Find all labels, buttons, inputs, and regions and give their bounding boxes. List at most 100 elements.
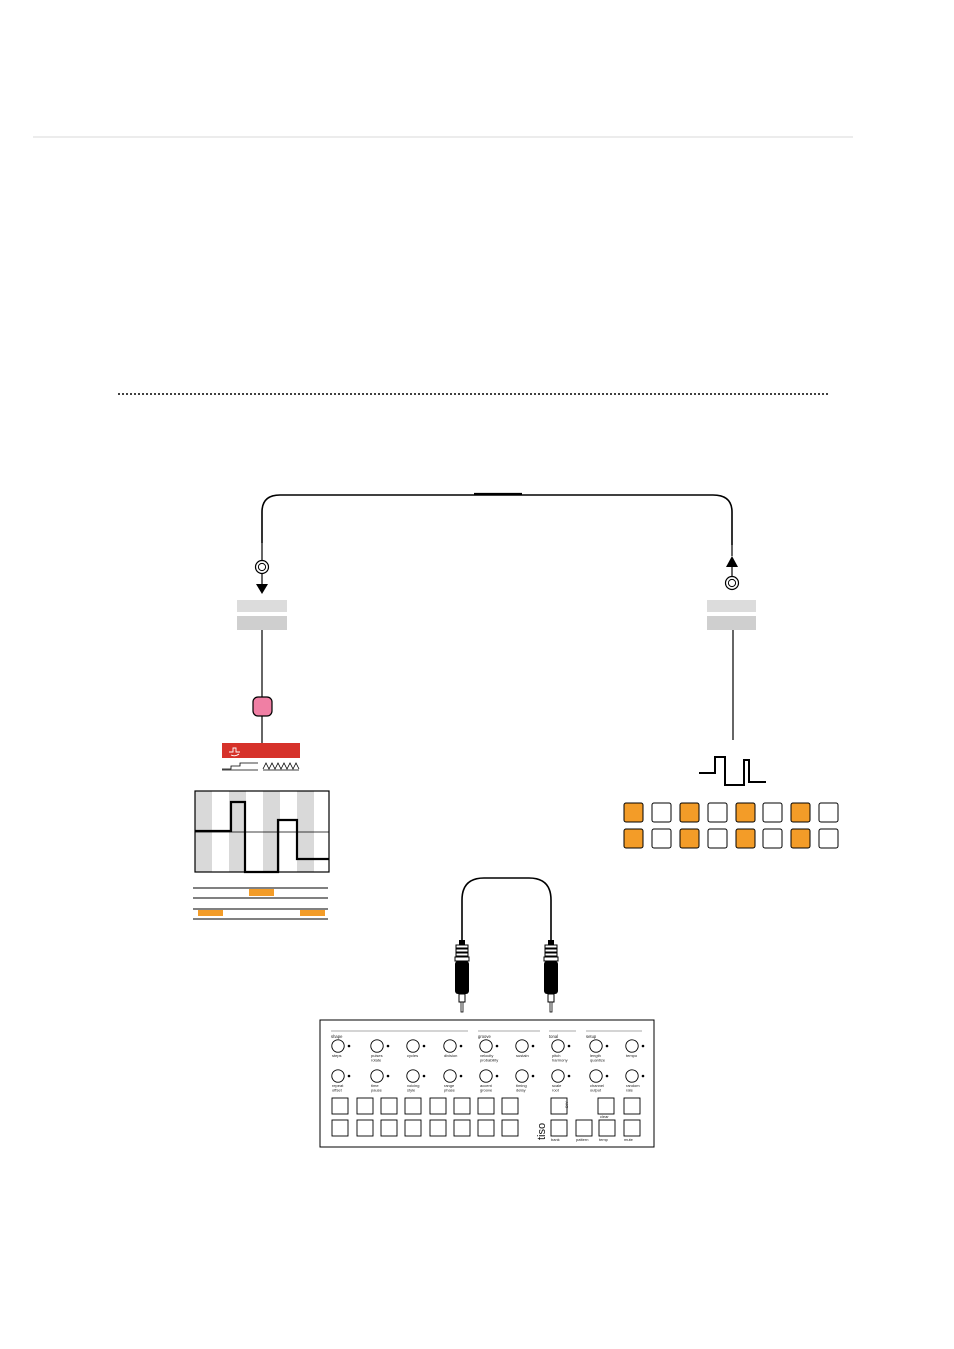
knob-label: delay xyxy=(516,1088,526,1093)
step-button[interactable] xyxy=(501,1119,519,1137)
knob-label: time xyxy=(371,1083,379,1088)
knob-label: tempo xyxy=(626,1053,638,1058)
step-cell xyxy=(707,802,728,823)
step-button[interactable] xyxy=(477,1119,495,1137)
knob-label: probability xyxy=(480,1058,498,1063)
jack-input-icon xyxy=(254,559,270,575)
knob-label: offset xyxy=(332,1088,343,1093)
knob-label: phase xyxy=(444,1088,456,1093)
label-pattern: pattern xyxy=(576,1137,588,1142)
function-button[interactable] xyxy=(597,1097,615,1115)
label-mute: mute xyxy=(624,1137,634,1142)
section-groove: groove xyxy=(478,1034,491,1039)
step-cell xyxy=(762,828,783,849)
step-cell-active xyxy=(790,802,811,823)
knob-label: style xyxy=(407,1088,416,1093)
step-cell xyxy=(707,828,728,849)
step-cell xyxy=(818,802,839,823)
knob[interactable]: sustain xyxy=(515,1039,535,1058)
label-clear: clear xyxy=(600,1114,609,1119)
knob-label: scale xyxy=(552,1083,562,1088)
label-bank: bank xyxy=(551,1137,560,1142)
knob[interactable]: tempo xyxy=(625,1039,645,1058)
function-button[interactable] xyxy=(623,1097,641,1115)
knob[interactable]: division xyxy=(443,1039,463,1058)
step-cell xyxy=(818,828,839,849)
knob[interactable]: cycles xyxy=(406,1039,426,1058)
pink-node xyxy=(252,696,273,717)
knob-label: division xyxy=(444,1053,457,1058)
knob-label: groove xyxy=(480,1088,493,1093)
pulse-signal-icon xyxy=(229,747,240,757)
step-button[interactable] xyxy=(356,1119,374,1137)
step-cell-active xyxy=(735,828,756,849)
up-arrow-icon xyxy=(726,556,738,567)
step-button[interactable] xyxy=(331,1119,349,1137)
step-cell xyxy=(651,828,672,849)
step-button[interactable] xyxy=(404,1119,422,1137)
knob-label: timing xyxy=(516,1083,527,1088)
step-button[interactable] xyxy=(380,1097,398,1115)
down-arrow-icon xyxy=(256,584,268,594)
knob-label: output xyxy=(590,1088,602,1093)
right-label-box-top xyxy=(707,600,756,612)
left-label-box-top xyxy=(237,600,287,612)
step-button[interactable] xyxy=(429,1097,447,1115)
knob-label: repeat xyxy=(332,1083,344,1088)
knob-label: sustain xyxy=(516,1053,529,1058)
knob-label: pulses xyxy=(371,1053,383,1058)
step-button[interactable] xyxy=(356,1097,374,1115)
brand-logo: tiso xyxy=(536,1123,548,1140)
function-button[interactable] xyxy=(598,1119,616,1137)
step-cell-active xyxy=(735,802,756,823)
step-cell-active xyxy=(623,828,644,849)
step-button[interactable] xyxy=(477,1097,495,1115)
patch-cable xyxy=(461,877,552,945)
step-button[interactable] xyxy=(453,1119,471,1137)
function-button[interactable] xyxy=(550,1119,568,1137)
step-cell-active xyxy=(623,802,644,823)
step-cell-active xyxy=(790,828,811,849)
section-setup: setup xyxy=(586,1034,597,1039)
function-button[interactable] xyxy=(623,1119,641,1137)
right-label-box-bottom xyxy=(707,616,756,630)
step-button[interactable] xyxy=(404,1097,422,1115)
step-button[interactable] xyxy=(429,1119,447,1137)
knob-label: root xyxy=(552,1088,560,1093)
knob-label: accent xyxy=(480,1083,493,1088)
knob-label: quantize xyxy=(590,1058,606,1063)
section-tonal: tonal xyxy=(549,1034,558,1039)
knob-label: pause xyxy=(371,1088,383,1093)
knob-label: random xyxy=(626,1083,640,1088)
function-button[interactable] xyxy=(550,1097,568,1115)
step-button[interactable] xyxy=(331,1097,349,1115)
mini-wave-icons xyxy=(222,762,300,771)
step-cell xyxy=(651,802,672,823)
plug-right xyxy=(543,940,559,1013)
step-button[interactable] xyxy=(501,1097,519,1115)
knob-label: voicing xyxy=(407,1083,419,1088)
knob[interactable]: steps xyxy=(331,1039,351,1058)
knob-label: steps xyxy=(332,1053,342,1058)
waveform-panel xyxy=(194,790,330,874)
step-button[interactable] xyxy=(453,1097,471,1115)
step-cell-active xyxy=(679,802,700,823)
step-button[interactable] xyxy=(380,1119,398,1137)
knob-label: rate xyxy=(626,1088,634,1093)
knob-label: rotate xyxy=(371,1058,382,1063)
function-button[interactable] xyxy=(575,1119,593,1137)
